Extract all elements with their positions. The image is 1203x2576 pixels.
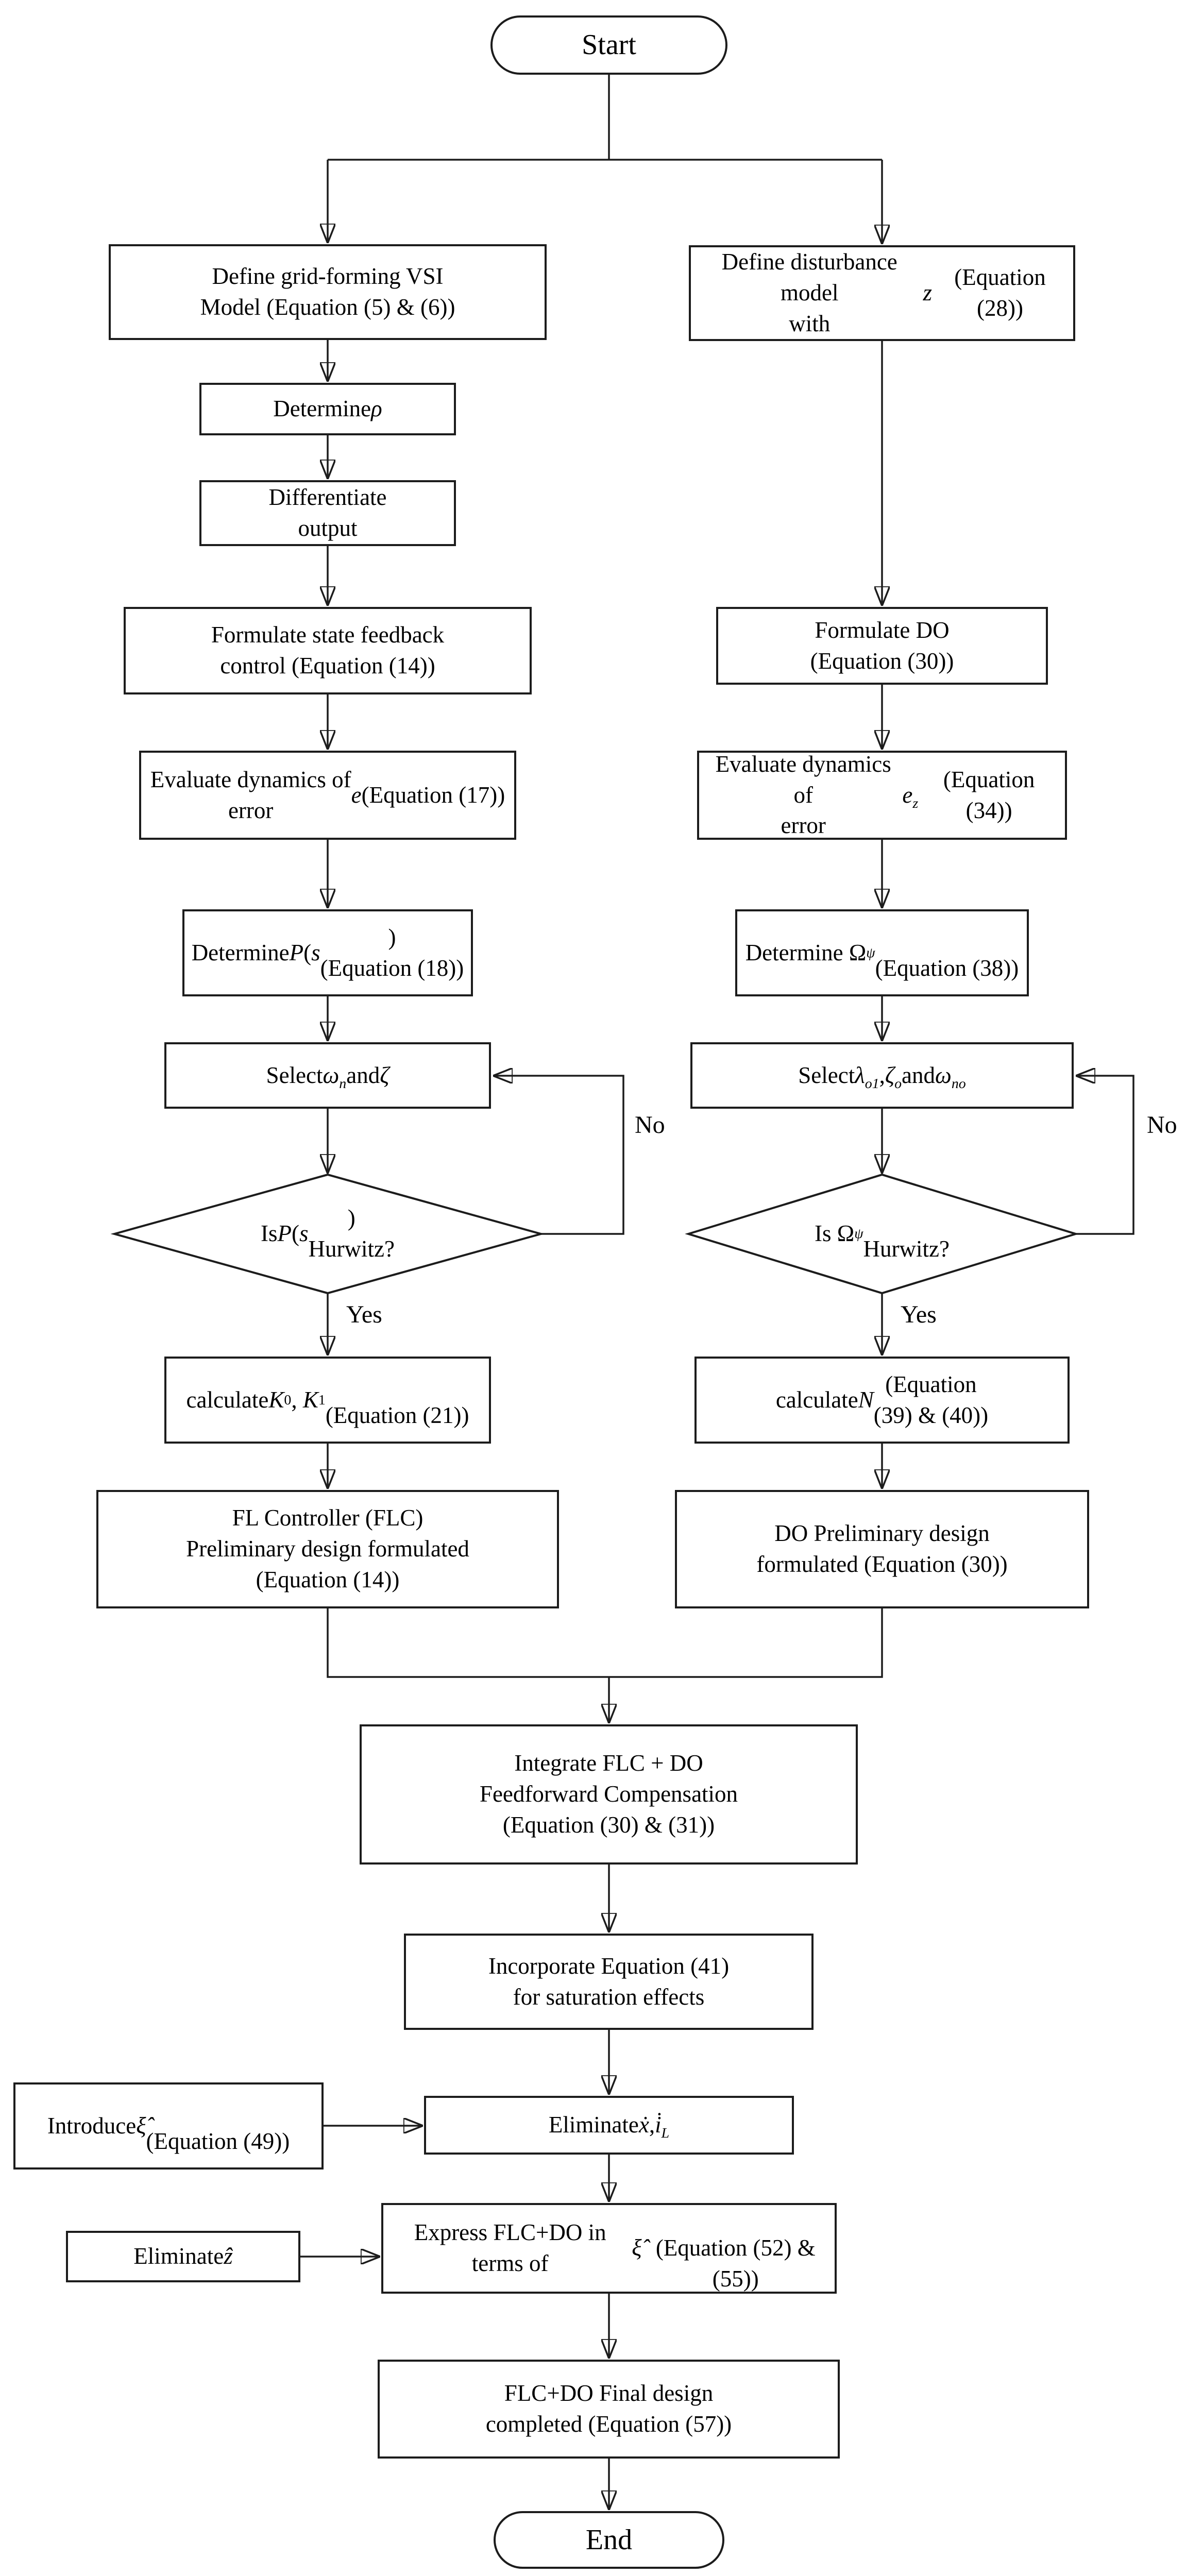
edge-doprelim-to-merge	[609, 1608, 883, 1678]
select-wn-zeta-box: Select ωn and ζ	[164, 1042, 491, 1109]
edge-flc-to-merge	[327, 1608, 609, 1678]
decision-omega-diamond	[685, 1173, 1079, 1295]
formulate-do-box: Formulate DO(Equation (30))	[716, 607, 1048, 685]
saturation-box: Incorporate Equation (41)for saturation …	[404, 1934, 814, 2030]
end-terminal: End	[494, 2511, 724, 2569]
start-terminal: Start	[490, 15, 727, 75]
determine-ps-box: Determine P(s)(Equation (18))	[182, 909, 473, 996]
yes-label-left: Yes	[346, 1301, 382, 1328]
eliminate-x-box: Eliminate ẋ, i̇L	[424, 2096, 794, 2155]
express-flc-do-box: Express FLC+DO in terms of ξ̂(Equation (…	[381, 2203, 837, 2294]
select-lambda-box: Select λo1, ζo and ωno	[690, 1042, 1074, 1109]
edge-start-to-branch	[328, 75, 882, 161]
yes-label-right: Yes	[901, 1301, 937, 1328]
edge-no-loop-right	[1076, 1076, 1134, 1235]
no-label-right: No	[1147, 1111, 1177, 1139]
edge-no-loop-left	[494, 1076, 624, 1235]
no-label-left: No	[635, 1111, 665, 1139]
determine-rho-box: Determine ρ	[199, 383, 456, 435]
introduce-xi-box: Introduce ξ̂(Equation (49))	[13, 2082, 324, 2170]
calculate-n-box: calculate N (Equation(39) & (40))	[694, 1357, 1070, 1444]
is-ps-hurwitz-decision: Is P(s)Hurwitz?	[261, 1205, 395, 1262]
decision-ps-diamond	[110, 1173, 545, 1295]
eliminate-z-box: Eliminate ẑ	[66, 2231, 300, 2282]
flc-preliminary-box: FL Controller (FLC)Preliminary design fo…	[96, 1490, 559, 1608]
